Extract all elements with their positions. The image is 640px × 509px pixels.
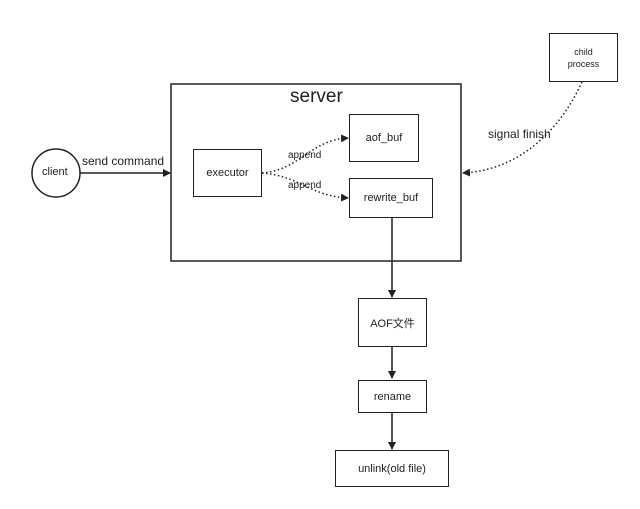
unlink-label: unlink(old file) (358, 462, 426, 475)
aof-file-node: AOF文件 (358, 298, 427, 347)
rename-node: rename (358, 380, 427, 413)
child-process-node: child process (549, 33, 618, 82)
signal-finish-label: signal finish (488, 127, 551, 141)
unlink-node: unlink(old file) (335, 450, 449, 487)
server-container (170, 83, 462, 262)
executor-node: executor (193, 149, 262, 197)
append-top-label: append (288, 150, 322, 161)
send-command-label: send command (82, 154, 165, 168)
executor-label: executor (206, 167, 249, 179)
rewrite-buf-node: rewrite_buf (349, 178, 433, 218)
append-bottom-label: append (288, 180, 322, 191)
rename-label: rename (373, 390, 412, 403)
aof-file-label: AOF文件 (370, 317, 415, 330)
child-process-label: child process (567, 46, 600, 69)
client-label: client (42, 166, 68, 178)
append-to-rewrite-buf-arrow (261, 172, 349, 202)
rewrite-buf-label: rewrite_buf (363, 192, 419, 204)
aof-buf-label: aof_buf (365, 132, 403, 144)
aof-buf-node: aof_buf (349, 114, 419, 162)
server-title: server (290, 86, 343, 107)
